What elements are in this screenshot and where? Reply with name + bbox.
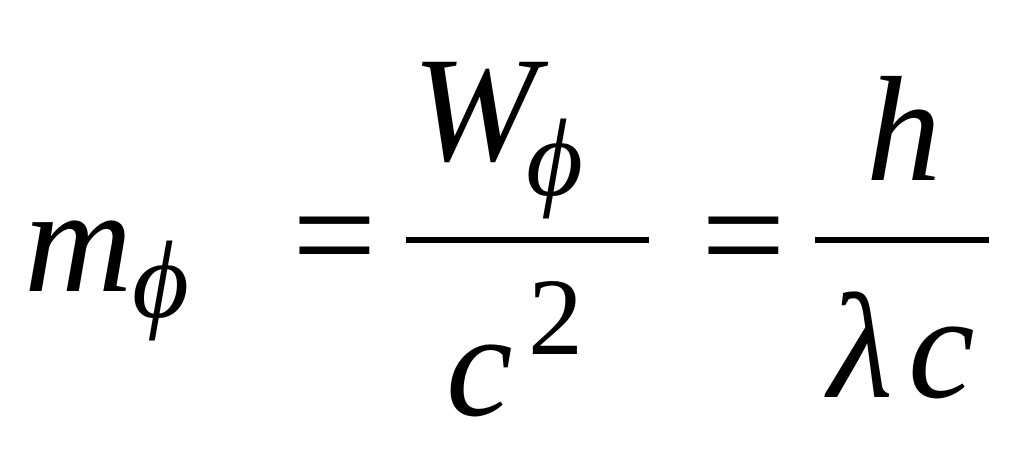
fraction-2-denominator-c: c <box>908 264 975 430</box>
fraction-2-numerator: h <box>866 47 941 213</box>
fraction-1-denominator-exponent: 2 <box>528 256 583 378</box>
lhs-subscript: ϕ <box>132 219 189 341</box>
fraction-1-numerator-symbol: W <box>412 27 537 193</box>
fraction-1-denominator-symbol: c <box>446 282 513 448</box>
equals-sign-1: = <box>292 152 377 318</box>
equals-sign-2: = <box>701 152 786 318</box>
fraction-2-denominator-lambda: λ <box>828 264 893 430</box>
fraction-1-bar <box>406 237 649 243</box>
fraction-1-numerator-subscript: ϕ <box>526 97 583 219</box>
fraction-2-bar <box>815 237 989 243</box>
lhs-symbol: m <box>24 158 133 324</box>
